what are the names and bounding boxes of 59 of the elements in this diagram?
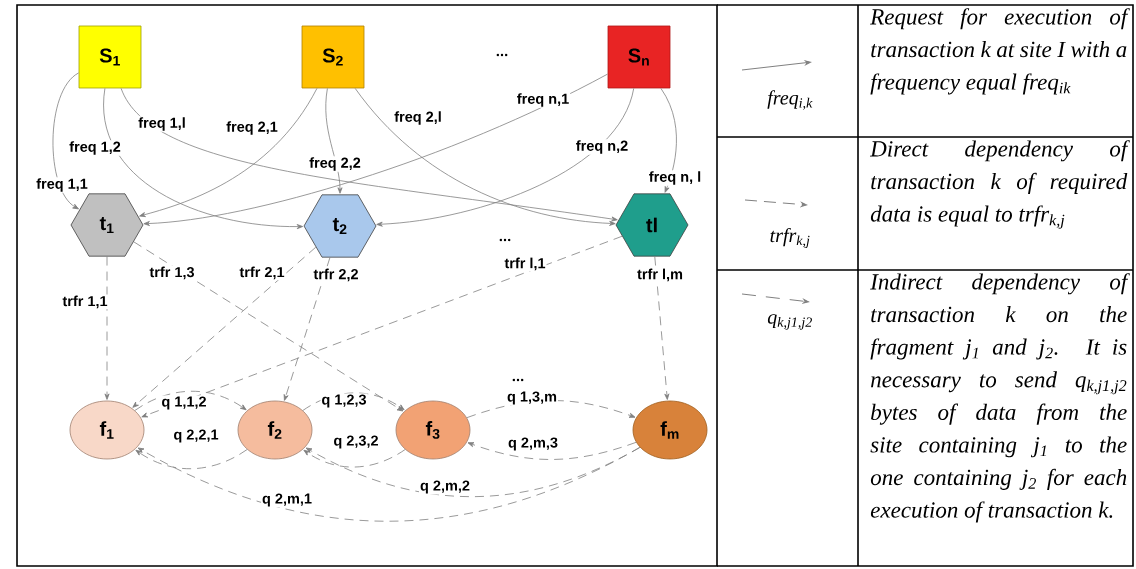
- arrow: [283, 257, 331, 401]
- edge-label: freq 1,l: [137, 116, 187, 132]
- edge-label: freq n, l: [647, 170, 703, 186]
- edge-label: q 2,m,2: [419, 479, 471, 495]
- arrow: [135, 449, 248, 470]
- edge-label: q 1,1,2: [160, 395, 208, 411]
- edge-label: q 2,m,1: [261, 492, 313, 508]
- edge-label: q 2,2,1: [172, 428, 220, 444]
- arrow: [467, 441, 637, 460]
- arrow: [660, 88, 677, 193]
- ellipsis: ...: [496, 53, 508, 57]
- arrow: [132, 246, 317, 408]
- ellipsis: ...: [512, 378, 524, 382]
- edge-label: q 1,2,3: [320, 393, 368, 409]
- arrow: [133, 241, 404, 412]
- site-box: S$_{1}$: [78, 25, 142, 89]
- edge-label: freq 2,2: [308, 156, 362, 172]
- transaction-hexagon: tl: [615, 193, 689, 257]
- arrow: [120, 88, 618, 222]
- arrow: [137, 447, 641, 522]
- arrow: [52, 72, 79, 210]
- edge-label: freq 2,1: [225, 120, 279, 136]
- legend-description: Indirect dependency of transaction k on the fragment j$_{1}$ and j$_{2}$. It is necessary to send q$_{k,j1,j2}$ bytes of data from the site containing j$_{1}$ to the one containing j$_{2}$ for each execution of transaction k.: [870, 273, 1130, 523]
- arrow: [654, 256, 670, 400]
- arrow: [141, 235, 623, 418]
- edge-label: trfr 2,2: [312, 267, 360, 283]
- arrow: [104, 256, 110, 400]
- symbol-label: freq$_{i,k}$: [767, 90, 813, 110]
- edge-label: trfr 2,1: [238, 265, 286, 281]
- edge-label: freq n,2: [574, 139, 630, 155]
- legend-description: Request for execution of transaction k at site I with a frequency equal freq$_{ik}$: [870, 8, 1130, 95]
- edge-label: freq n,1: [515, 92, 571, 108]
- arrow: [134, 390, 247, 411]
- transaction-hexagon: t$_{1}$: [70, 193, 144, 257]
- ellipsis: ...: [499, 238, 511, 242]
- edge-label: freq 1,2: [68, 140, 122, 156]
- edge-label: q 1,3,m: [506, 390, 558, 406]
- transaction-hexagon: t$_{2}$: [303, 194, 377, 258]
- arrow: [354, 88, 616, 226]
- edge-label: q 2,3,2: [332, 434, 380, 450]
- symbol-label: q$_{k,j1,j2}$: [767, 314, 812, 330]
- edge-label: freq 1,1: [35, 177, 89, 193]
- symbol-label: trfr$_{k,j}$: [770, 227, 810, 249]
- arrow: [103, 88, 304, 230]
- legend-description: Direct dependency of transaction k of required data is equal to trfr$_{k,j}$: [869, 140, 1130, 229]
- edge-label: trfr 1,3: [148, 265, 196, 281]
- edge-label: trfr l,1: [503, 256, 547, 272]
- edge-label: trfr 1,1: [61, 294, 109, 310]
- arrow: [302, 392, 405, 411]
- arrow: [303, 449, 406, 468]
- edge-label: q 2,m,3: [507, 436, 559, 452]
- edge-label: freq 2,l: [393, 110, 443, 126]
- edge-label: trfr l,m: [636, 267, 684, 283]
- site-box: S$_{2}$: [301, 25, 365, 89]
- site-box: S$_{n}$: [607, 25, 671, 89]
- arrow: [376, 88, 635, 227]
- arrow: [143, 73, 608, 226]
- arrow: [139, 88, 318, 217]
- arrow: [325, 88, 343, 194]
